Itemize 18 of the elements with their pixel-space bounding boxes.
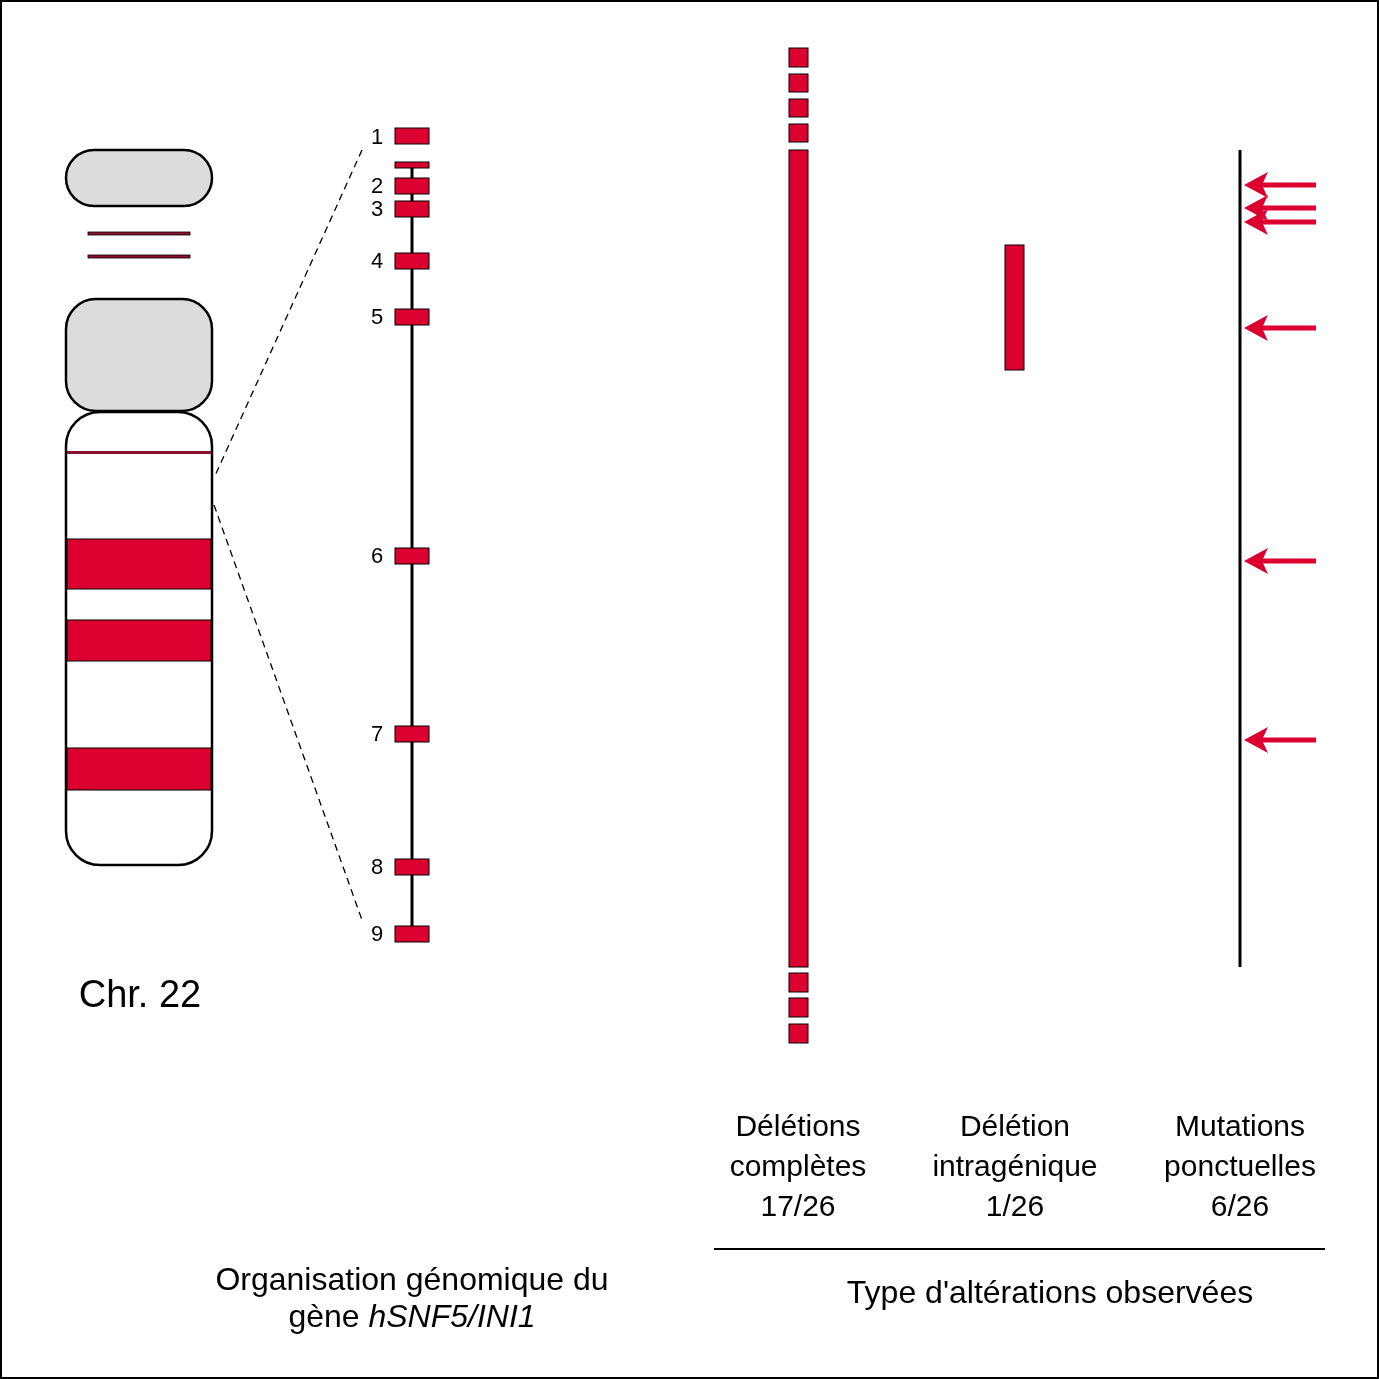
exon-number: 4 [370,248,384,274]
column-count: 1/26 [985,1188,1045,1224]
column-heading: Délétions complètes [728,1108,868,1184]
exon-number: 5 [370,304,384,330]
chromosome-label: Chr. 22 [78,973,202,1017]
exon-number: 9 [370,921,384,947]
column-count: 17/26 [760,1188,836,1224]
exon-number: 6 [370,543,384,569]
column-heading: Mutations ponctuelles [1163,1108,1317,1184]
exon-number: 3 [370,196,384,222]
exon-number: 7 [370,721,384,747]
column-heading: Délétion intragénique [931,1108,1099,1184]
section-caption: Type d'altérations observées [846,1273,1254,1311]
exon-number: 1 [370,124,384,150]
exon-number: 8 [370,854,384,880]
column-count: 6/26 [1210,1188,1270,1224]
exon-number: 2 [370,173,384,199]
section-caption: Organisation génomique du gène hSNF5/INI1 [214,1261,610,1335]
